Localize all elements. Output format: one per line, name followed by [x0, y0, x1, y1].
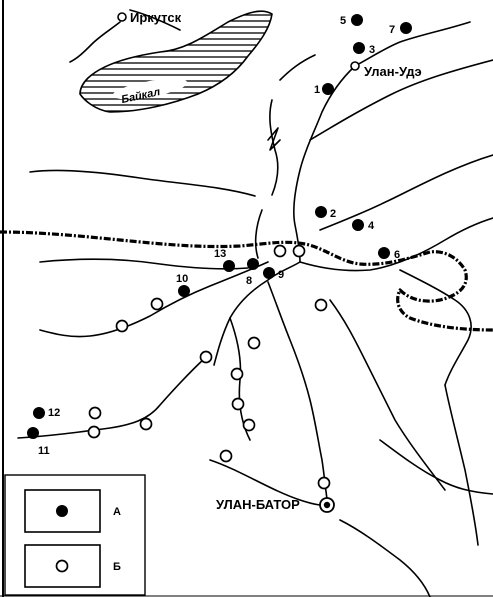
site-num-10: 10	[176, 273, 188, 285]
site-b	[88, 406, 102, 420]
legend-a-symbol	[56, 505, 68, 517]
site-a-11	[27, 427, 39, 439]
site-num-6: 6	[394, 249, 400, 261]
site-num-1: 1	[314, 84, 320, 96]
site-num-5: 5	[340, 15, 346, 27]
site-a-8	[247, 258, 259, 270]
site-b	[150, 297, 164, 311]
site-num-2: 2	[330, 208, 336, 220]
sites-b	[87, 244, 331, 490]
state-border	[0, 230, 493, 332]
site-b	[314, 298, 328, 312]
site-num-3: 3	[369, 44, 375, 56]
site-num-11: 11	[38, 445, 50, 457]
site-a-4	[352, 219, 364, 231]
rivers	[17, 9, 493, 597]
site-b	[139, 417, 153, 431]
site-b	[247, 336, 261, 350]
site-a-7	[400, 22, 412, 34]
site-b	[115, 319, 129, 333]
city-ulan-bator-label: УЛАН-БАТОР	[216, 497, 300, 512]
ulan-ude-marker	[350, 61, 360, 71]
sites-a	[27, 14, 412, 439]
site-b	[219, 449, 233, 463]
legend: А Б	[4, 474, 146, 596]
city-irkutsk-label: Иркутск	[130, 10, 182, 25]
site-b	[292, 244, 306, 258]
site-a-numbers: 1 2 3 4 5 6 7 8 9 10 11 12 13	[38, 15, 400, 457]
city-ulan-ude-label: Улан-Удэ	[364, 64, 422, 79]
site-b	[242, 418, 256, 432]
site-num-13: 13	[214, 248, 226, 260]
site-num-8: 8	[246, 275, 252, 287]
site-a-1	[322, 83, 334, 95]
site-b	[230, 367, 244, 381]
site-a-9	[263, 267, 275, 279]
legend-b-symbol	[55, 559, 69, 573]
irkutsk-marker	[117, 12, 127, 22]
site-b	[87, 425, 101, 439]
site-num-12: 12	[48, 407, 60, 419]
lake-baikal: Байкал	[79, 10, 273, 113]
site-num-7: 7	[389, 24, 395, 36]
site-a-13	[223, 260, 235, 272]
site-b	[231, 397, 245, 411]
site-a-6	[378, 247, 390, 259]
site-num-4: 4	[368, 220, 375, 232]
site-a-2	[315, 206, 327, 218]
site-num-9: 9	[278, 269, 284, 281]
site-b	[199, 350, 213, 364]
site-b	[317, 476, 331, 490]
site-b	[273, 244, 287, 258]
site-a-5	[351, 14, 363, 26]
site-a-10	[178, 285, 190, 297]
legend-a-label: А	[113, 506, 121, 518]
site-a-12	[33, 407, 45, 419]
site-a-3	[353, 42, 365, 54]
ulan-bator-marker	[319, 497, 335, 513]
legend-b-label: Б	[113, 561, 121, 573]
